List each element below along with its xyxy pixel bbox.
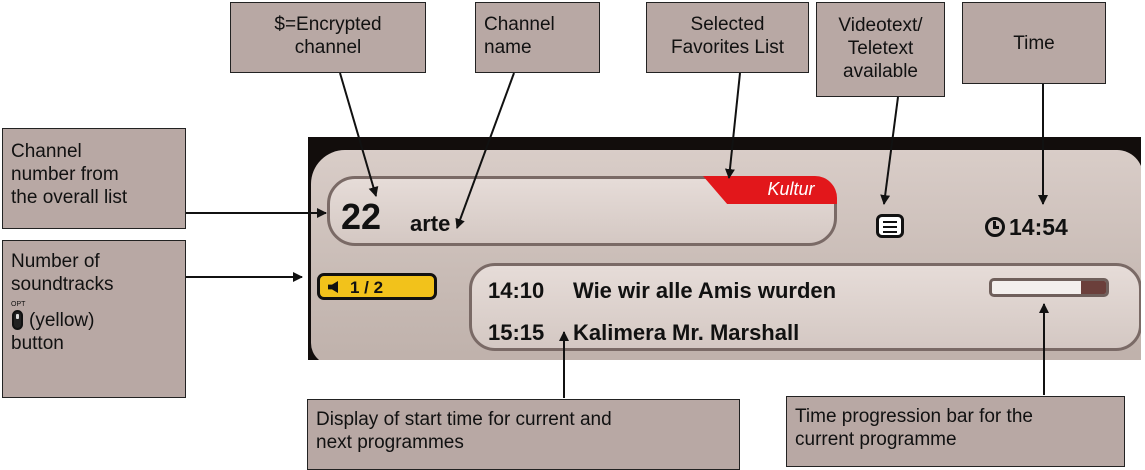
callout-start-time-line2: next programmes <box>316 432 464 453</box>
callout-progress-line1: Time progression bar for the <box>795 406 1033 427</box>
speaker-icon <box>328 281 338 293</box>
arrow-encrypted <box>339 72 379 197</box>
callout-time-line1: Time <box>1013 33 1055 54</box>
callout-progress-line2: current programme <box>795 429 957 450</box>
callout-channel-number-line3: the overall list <box>11 187 128 208</box>
clock-time: 14:54 <box>1009 214 1068 240</box>
callout-start-time-line1: Display of start time for current and <box>316 409 612 430</box>
callout-time: Time <box>962 2 1106 84</box>
progress-bar <box>989 278 1109 297</box>
callout-soundtracks-line1: Number of <box>11 251 100 272</box>
callout-videotext-line3: available <box>843 61 918 82</box>
callout-favorites-line1: Selected <box>690 14 765 35</box>
arrow-videotext <box>880 96 899 205</box>
soundtrack-badge: 1 / 2 <box>317 273 437 300</box>
progress-fill <box>1080 281 1106 294</box>
soundtrack-count: 1 / 2 <box>350 278 384 297</box>
favorites-tag <box>703 176 837 204</box>
callout-channel-number-line2: number from <box>11 164 119 185</box>
clock-icon <box>985 217 1005 237</box>
opt-key-label: OPT <box>11 301 26 308</box>
next-programme-time: 15:15 <box>488 320 545 345</box>
opt-yellow-label: (yellow) <box>29 310 95 331</box>
callout-videotext: Videotext/ Teletext available <box>816 2 945 97</box>
callout-videotext-line1: Videotext/ <box>838 15 923 36</box>
osd-screenshot: Kultur 22 arte 14:54 1 / 2 14:10 Wie wir… <box>308 137 1141 360</box>
callout-encrypted-line1: $=Encrypted <box>274 14 382 35</box>
current-programme-title: Wie wir alle Amis wurden <box>573 278 837 303</box>
callout-favorites-list: Selected Favorites List <box>646 2 809 73</box>
programme-pill <box>469 263 1141 351</box>
channel-name: arte <box>410 211 451 236</box>
callout-channel-number-line1: Channel <box>11 141 82 162</box>
callout-soundtracks: Number of soundtracks OPT (yellow) butto… <box>2 240 186 398</box>
osd-panel: Kultur 22 arte 14:54 1 / 2 14:10 Wie wir… <box>311 150 1141 360</box>
arrow-channel-name <box>455 72 515 229</box>
callout-videotext-line2: Teletext <box>847 38 914 59</box>
callout-channel-name-line1: Channel <box>484 14 555 35</box>
callout-encrypted-line2: channel <box>294 37 362 58</box>
channel-number: 22 <box>341 196 382 237</box>
teletext-icon <box>876 214 904 238</box>
current-programme-time: 14:10 <box>488 278 545 303</box>
arrow-favorites <box>724 72 741 179</box>
next-programme-title: Kalimera Mr. Marshall <box>573 320 800 345</box>
callout-button-word: button <box>11 333 64 354</box>
callout-channel-name: Channel name <box>475 2 600 73</box>
callout-channel-number: Channel number from the overall list <box>2 128 186 229</box>
callout-soundtracks-line2: soundtracks <box>11 274 114 295</box>
callout-encrypted-channel: $=Encrypted channel <box>230 2 426 73</box>
opt-button-icon <box>12 310 23 330</box>
callout-channel-name-line2: name <box>484 37 532 58</box>
favorites-list-label: Kultur <box>767 179 815 199</box>
opt-row: (yellow) <box>11 309 177 332</box>
callout-favorites-line2: Favorites List <box>671 37 784 58</box>
callout-progress-bar: Time progression bar for the current pro… <box>786 396 1125 467</box>
